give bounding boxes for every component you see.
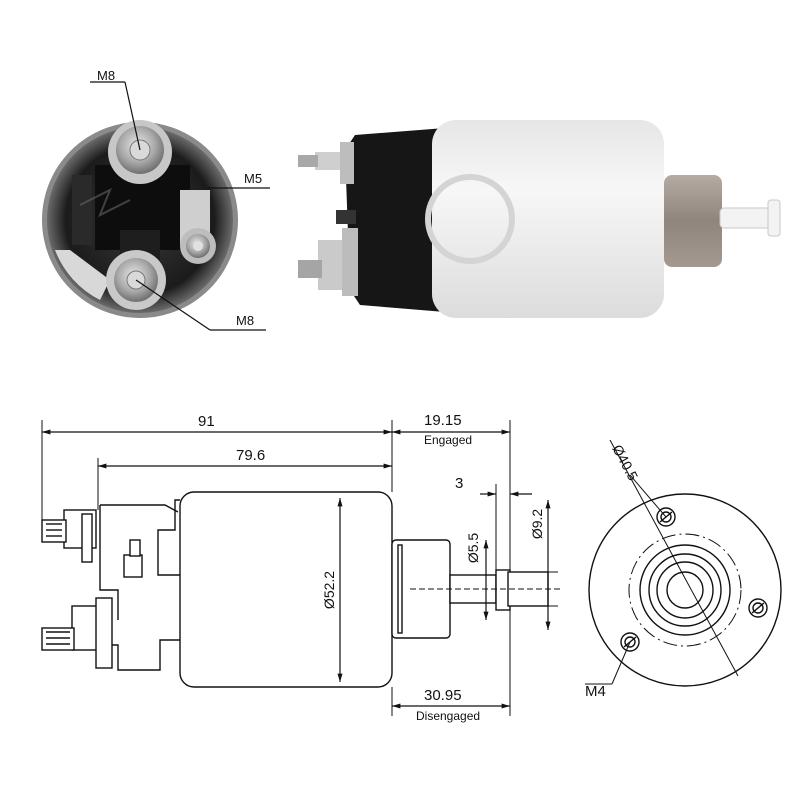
- top-terminal-stud: [108, 120, 172, 184]
- label-disengaged: Disengaged: [416, 709, 480, 723]
- photo-side-view: [298, 120, 781, 318]
- dim-body-diameter: Ø52.2: [321, 571, 337, 609]
- dim-disengaged-stroke: 30.95: [424, 687, 462, 704]
- dim-overall-length: 91: [198, 413, 215, 430]
- drawing-body: [179, 491, 393, 688]
- dim-mount-thread: M4: [585, 683, 606, 700]
- bronze-bushing: [664, 175, 722, 267]
- end-view-outer: [588, 493, 782, 687]
- white-solenoid-body: [432, 120, 664, 318]
- label-bottom-terminal: M8: [236, 313, 254, 328]
- drawing-cap: [100, 499, 180, 671]
- black-cap: [345, 128, 445, 312]
- label-right-terminal: M5: [244, 171, 262, 186]
- dim-bolt-circle: Ø40.5: [609, 442, 641, 483]
- end-view-boss: [639, 544, 731, 636]
- dim-body-length: 79.6: [236, 447, 265, 464]
- photo-end-view: M8 M5 M8: [42, 68, 270, 331]
- drawing-side-view: [41, 420, 560, 716]
- dim-plunger-diameter: Ø5.5: [465, 533, 481, 564]
- right-terminal-stud: [180, 228, 216, 264]
- label-top-terminal: M8: [97, 68, 115, 83]
- bolt-hole-right: [748, 598, 768, 618]
- dim-plunger-offset: 3: [455, 475, 463, 492]
- dim-engaged-stroke: 19.15: [424, 412, 462, 429]
- dim-tip-diameter: Ø9.2: [529, 509, 545, 540]
- drawing-end-view: [585, 439, 782, 687]
- label-engaged: Engaged: [424, 433, 472, 447]
